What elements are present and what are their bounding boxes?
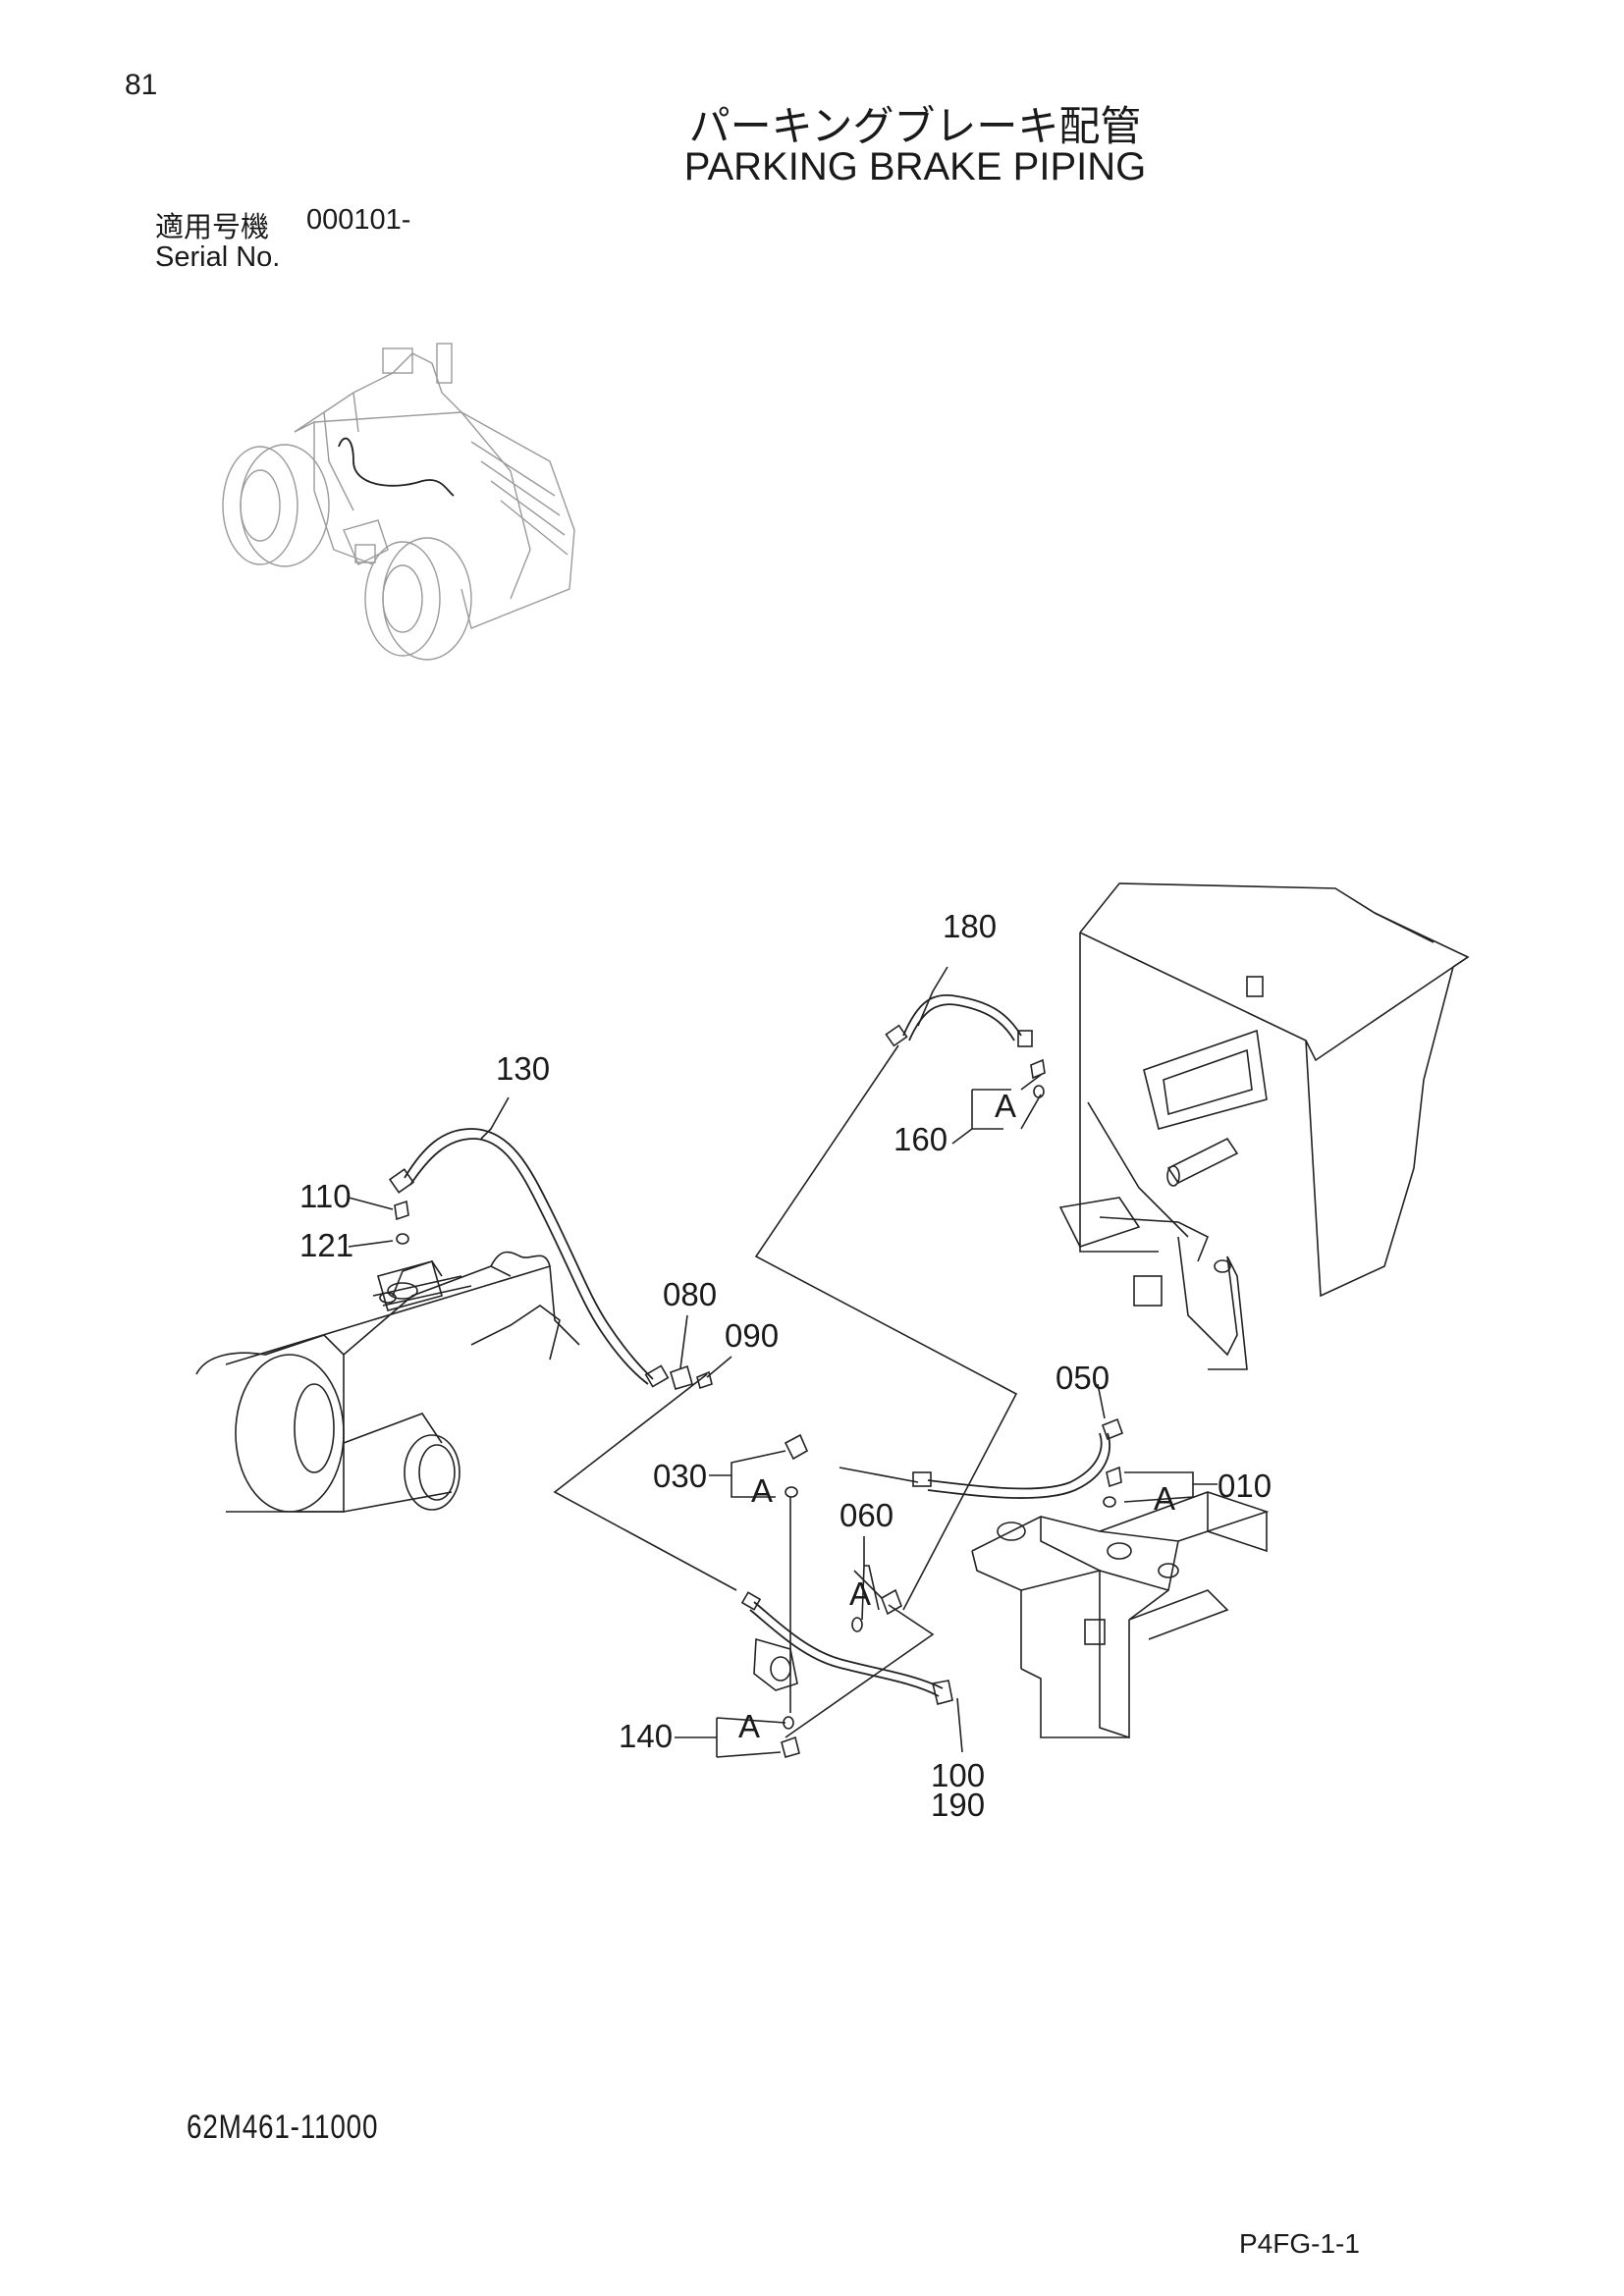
page-number: 81 [125, 69, 158, 101]
callout-010: 010 [1218, 1468, 1272, 1504]
page-code: P4FG-1-1 [1239, 2228, 1360, 2259]
callout-110: 110 [299, 1178, 352, 1214]
axle-housing-illustration [195, 1251, 580, 1513]
leader-090 [706, 1356, 732, 1378]
callout-a-060: A [849, 1575, 871, 1612]
callout-121: 121 [299, 1227, 353, 1263]
hose-050 [927, 1432, 1103, 1490]
callout-110-group: 110 121 [299, 1178, 394, 1263]
callout-130: 130 [496, 1050, 550, 1087]
hose-100-b [749, 1609, 940, 1697]
page-title-japanese: パーキングブレーキ配管 [688, 102, 1142, 150]
hose-180 [902, 993, 1022, 1037]
leader-lines [480, 966, 1189, 1753]
callout-030-group: 030 A [653, 1450, 786, 1509]
callout-190: 190 [931, 1787, 985, 1823]
hose-050-b [927, 1432, 1110, 1499]
hose-130 [404, 1128, 654, 1380]
hose-130-b [409, 1138, 649, 1385]
serial-number-range: 000101- [306, 204, 411, 236]
callout-160: 160 [893, 1121, 947, 1157]
callout-a-010: A [1154, 1480, 1175, 1517]
callout-060-group: 060 A [839, 1497, 893, 1621]
fittings [388, 1024, 1124, 1758]
hoses [404, 993, 1110, 1697]
serial-label-japanese: 適用号機 [155, 210, 270, 243]
callout-a-030: A [751, 1472, 773, 1509]
valve-block-illustration [971, 1491, 1270, 1739]
callout-090: 090 [725, 1317, 779, 1354]
serial-label-english: Serial No. [155, 241, 281, 273]
hose-100 [753, 1601, 944, 1689]
callout-080: 080 [663, 1276, 717, 1312]
callout-a-140: A [738, 1708, 760, 1744]
callout-010-group: A 010 [1123, 1468, 1272, 1517]
callout-140-group: 140 A [619, 1708, 786, 1758]
callout-050: 050 [1056, 1360, 1110, 1396]
callout-a-160: A [995, 1088, 1016, 1124]
callout-180: 180 [943, 908, 997, 944]
callout-060: 060 [839, 1497, 893, 1533]
callout-140: 140 [619, 1718, 673, 1754]
callout-030: 030 [653, 1458, 707, 1494]
machine-overview-illustration [222, 343, 575, 661]
callout-160-group: A 160 [893, 1074, 1042, 1157]
drawing-number: 62M461-11000 [187, 2109, 379, 2146]
leader-080 [679, 1314, 688, 1369]
page-title-english: PARKING BRAKE PIPING [683, 145, 1147, 188]
overview-brake-line [338, 437, 455, 497]
cab-bracket-illustration [1058, 882, 1470, 1370]
callout-100: 100 [931, 1757, 985, 1793]
